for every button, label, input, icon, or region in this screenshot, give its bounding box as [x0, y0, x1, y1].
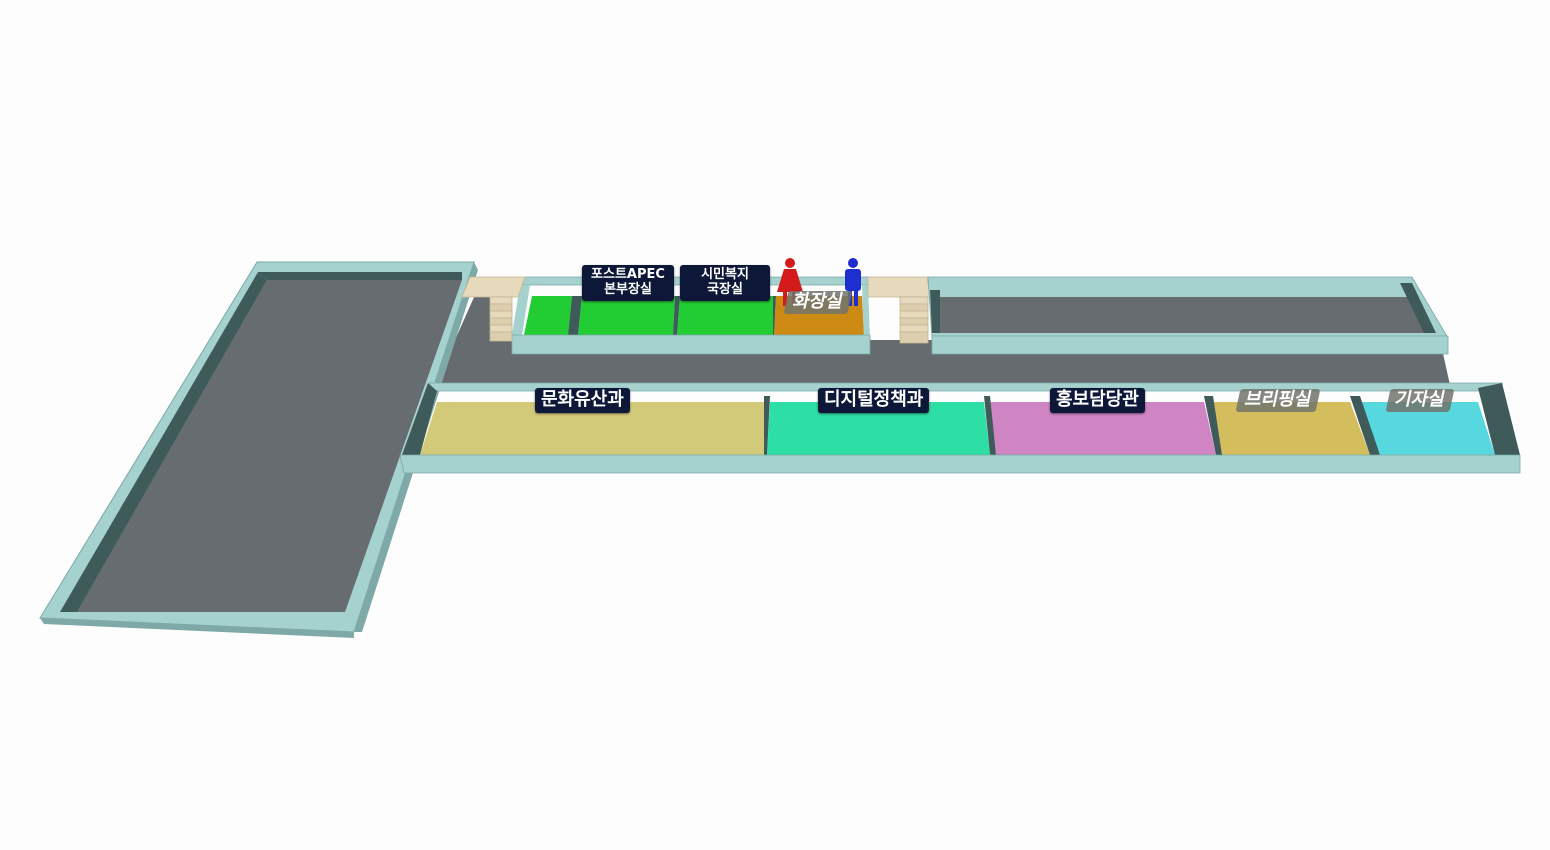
label-post-apec-line1: 포스트APEC — [591, 267, 665, 282]
top-block-left-wall — [512, 285, 530, 335]
room-post-apec — [578, 296, 675, 335]
label-welfare-line2: 국장실 — [707, 281, 743, 297]
male-restroom-icon — [845, 258, 861, 306]
label-press: 기자실 — [1385, 389, 1455, 412]
top-block-right-wall — [862, 285, 870, 340]
room-press — [1360, 402, 1495, 455]
right-block-inner-shade — [1400, 283, 1436, 333]
label-restroom: 화장실 — [783, 291, 853, 314]
right-corridor-block — [927, 276, 1449, 355]
label-restroom-text: 화장실 — [790, 291, 846, 312]
label-welfare: 시민복지 국장실 — [680, 265, 770, 301]
left-wing-floor — [77, 280, 462, 612]
bottom-partition-4 — [1350, 396, 1380, 455]
label-post-apec: 포스트APEC 본부장실 — [582, 265, 674, 301]
left-wing — [39, 261, 478, 638]
label-pr-text: 홍보담당관 — [1056, 389, 1139, 410]
label-culture-text: 문화유산과 — [541, 389, 624, 410]
bottom-block-front-wall — [399, 454, 1521, 474]
bottom-partition-3 — [1204, 396, 1222, 455]
left-wing-bottom-face — [40, 618, 354, 638]
top-block-front-wall — [511, 334, 871, 355]
right-block-floor — [934, 297, 1436, 333]
room-pr — [990, 402, 1216, 455]
left-stairs — [461, 276, 526, 342]
label-post-apec-line2: 본부장실 — [604, 281, 652, 297]
partition-1 — [568, 296, 582, 335]
room-briefing — [1213, 402, 1370, 455]
label-digital: 디지털정책과 — [818, 388, 930, 413]
bottom-partition-2 — [984, 396, 996, 455]
label-culture: 문화유산과 — [535, 388, 630, 413]
partition-3 — [773, 296, 776, 335]
right-block-front-wall — [931, 335, 1449, 355]
label-pr: 홍보담당관 — [1050, 388, 1145, 413]
partition-2 — [673, 296, 680, 335]
label-welfare-line1: 시민복지 — [701, 267, 749, 282]
left-wing-inner-shade-top — [258, 272, 462, 280]
bottom-partition-1 — [764, 396, 770, 455]
bottom-room-block — [399, 382, 1521, 474]
label-briefing: 브리핑실 — [1235, 389, 1321, 412]
room-culture — [420, 402, 764, 455]
room-welfare — [677, 296, 773, 335]
label-digital-text: 디지털정책과 — [824, 389, 924, 410]
room-digital — [767, 402, 990, 455]
label-press-text: 기자실 — [1392, 389, 1448, 410]
right-block-inner-shade-left — [930, 290, 940, 333]
label-briefing-text: 브리핑실 — [1242, 389, 1314, 410]
room-green-small — [524, 296, 572, 335]
bottom-block-right-wall — [1478, 383, 1520, 455]
right-stairs — [867, 276, 931, 344]
bottom-block-left-wall — [402, 383, 437, 455]
left-wing-inner-shade — [60, 272, 267, 612]
